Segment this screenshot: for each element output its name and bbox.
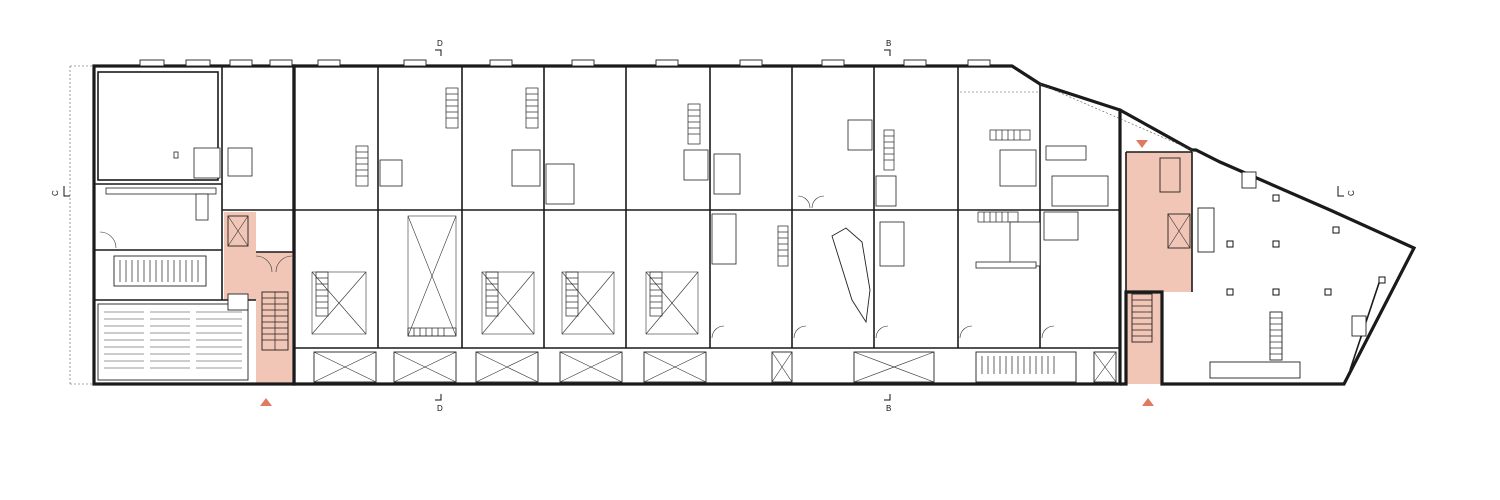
right-wing: [960, 83, 1417, 386]
section-cut-icon: C: [1337, 186, 1356, 197]
entrance-markers: [260, 140, 1154, 406]
section-label-b-top: B: [886, 39, 891, 48]
core-right-highlight: [1126, 152, 1192, 384]
section-cut-icon: D: [435, 39, 443, 56]
section-cut-icon: C: [51, 186, 70, 197]
front-balconies: [313, 351, 1117, 383]
section-label-c-left: C: [51, 190, 60, 196]
double-height-voids: [311, 215, 699, 337]
entrance-marker-icon: [1136, 140, 1148, 148]
section-label-d-bottom: D: [437, 404, 443, 413]
column-icon: [1226, 194, 1386, 296]
door-swing-icon: [255, 255, 273, 273]
section-marks: D D B B C C: [51, 39, 1356, 413]
section-label-d-top: D: [437, 39, 443, 48]
section-cut-icon: D: [435, 394, 443, 413]
section-cut-icon: B: [884, 39, 891, 56]
entrance-marker-icon: [1142, 398, 1154, 406]
entrance-marker-icon: [260, 398, 272, 406]
row-stairs: [315, 87, 1031, 337]
front-doors: [711, 195, 1055, 339]
top-windows: [139, 59, 991, 67]
core-highlights: [224, 152, 1192, 384]
row-houses: [139, 59, 1122, 386]
section-cut-icon: B: [884, 394, 891, 413]
row-fixtures: [379, 119, 1109, 324]
section-label-c-right: C: [1347, 190, 1356, 196]
section-label-b-bottom: B: [886, 404, 891, 413]
stair-icon: [119, 260, 199, 282]
seating-rows: [104, 311, 242, 369]
